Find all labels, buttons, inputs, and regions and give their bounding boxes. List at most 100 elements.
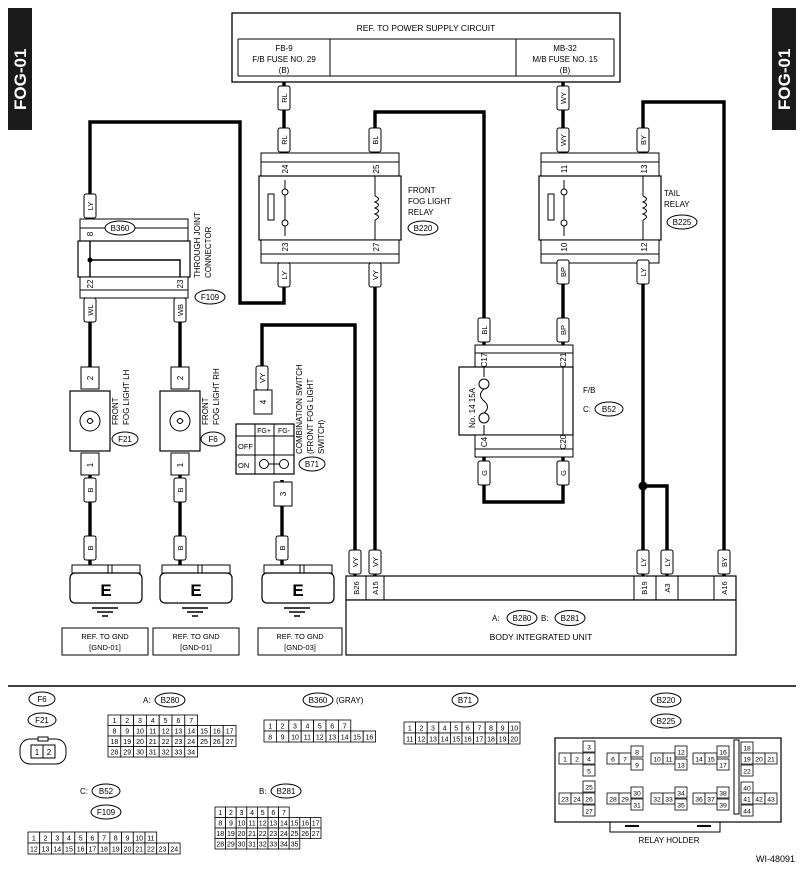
bcu-b-prefix: B:	[541, 614, 549, 623]
fuse-right-line2: M/B FUSE NO. 15	[532, 55, 598, 64]
svg-text:7: 7	[282, 810, 286, 817]
svg-text:3: 3	[587, 745, 591, 752]
svg-text:20: 20	[124, 847, 132, 854]
joint-bottom-connector: F109	[201, 293, 220, 302]
figure-id: WI-48091	[756, 854, 795, 864]
tag-g-right: G	[556, 460, 570, 486]
svg-text:35: 35	[677, 803, 685, 810]
ground-ref-line1: REF. TO GND	[276, 632, 324, 641]
tag-b-rh: B	[173, 477, 187, 503]
svg-text:5: 5	[454, 726, 458, 733]
svg-text:28: 28	[111, 750, 119, 757]
svg-text:2: 2	[419, 726, 423, 733]
joint-name-1: THROUGH JOINT	[193, 212, 202, 278]
section-tab-left: FOG-01	[8, 8, 32, 130]
fuse-box-connector: B52	[602, 405, 617, 414]
svg-text:21: 21	[248, 831, 256, 838]
svg-text:19: 19	[112, 847, 120, 854]
wire-g	[482, 455, 565, 504]
fuse-pin-c17: C17	[480, 352, 489, 367]
legend-b280: B280	[161, 696, 180, 705]
legend-b71: B71	[458, 696, 473, 705]
svg-text:VY: VY	[351, 557, 360, 567]
svg-text:11: 11	[149, 729, 156, 736]
svg-text:4: 4	[443, 726, 447, 733]
legend-b281-prefix: B:	[259, 787, 267, 796]
svg-text:4: 4	[250, 810, 254, 817]
svg-text:17: 17	[476, 737, 484, 744]
svg-text:12: 12	[418, 737, 426, 744]
svg-text:12: 12	[259, 821, 267, 828]
svg-text:6: 6	[466, 726, 470, 733]
svg-text:17: 17	[226, 729, 234, 736]
svg-text:20: 20	[510, 737, 518, 744]
svg-text:4: 4	[67, 836, 71, 843]
section-code-left: FOG-01	[11, 49, 30, 110]
svg-text:27: 27	[226, 739, 234, 746]
bcu-pin-a16: A16	[720, 581, 729, 594]
svg-text:B: B	[176, 545, 185, 550]
bcu-pin-b19: B19	[640, 581, 649, 594]
svg-text:14: 14	[341, 735, 349, 742]
svg-text:41: 41	[743, 797, 751, 804]
legend-b360-note: (GRAY)	[336, 696, 364, 705]
tag-rl-upper: RL	[277, 85, 291, 111]
tag-ly-a3: LY	[660, 549, 674, 575]
svg-text:5: 5	[79, 836, 83, 843]
svg-text:12: 12	[677, 750, 685, 757]
svg-text:23: 23	[175, 739, 183, 746]
lamp-rh: 2 1 FRONT FOG LIGHT RH F6	[159, 366, 226, 476]
svg-text:WB: WB	[176, 304, 185, 316]
svg-text:18: 18	[743, 746, 751, 753]
fuse-box-label: F/B	[583, 386, 595, 395]
svg-text:26: 26	[213, 739, 221, 746]
legend-f21-pin-2: 2	[47, 748, 52, 757]
wire-ly-joint	[88, 120, 286, 305]
legend-b52-prefix: C:	[80, 787, 88, 796]
svg-text:BL: BL	[371, 135, 380, 144]
svg-text:1: 1	[563, 757, 567, 764]
svg-text:17: 17	[88, 847, 96, 854]
lamp-rh-name-2: FOG LIGHT RH	[212, 368, 221, 425]
tag-vy-b26: VY	[348, 549, 362, 575]
svg-text:7: 7	[623, 757, 627, 764]
lamp-lh-connector: F21	[118, 435, 132, 444]
svg-text:2: 2	[575, 757, 579, 764]
svg-text:34: 34	[280, 842, 288, 849]
svg-text:30: 30	[238, 842, 246, 849]
bcu-a-connector: B280	[513, 614, 532, 623]
tail-relay-name-2: RELAY	[664, 200, 690, 209]
svg-text:13: 13	[429, 737, 437, 744]
svg-text:31: 31	[633, 803, 641, 810]
svg-text:42: 42	[755, 797, 763, 804]
svg-text:24: 24	[573, 797, 581, 804]
svg-text:25: 25	[291, 831, 299, 838]
switch-row-on: ON	[238, 461, 249, 470]
svg-text:32: 32	[259, 842, 267, 849]
svg-text:8: 8	[268, 735, 272, 742]
fuse-right-line1: MB-32	[553, 44, 577, 53]
wire-vy-switch	[260, 323, 357, 580]
svg-text:28: 28	[609, 797, 617, 804]
svg-text:WY: WY	[559, 92, 568, 104]
fog-relay: 24 25 23 27 FRONT FOG LIGHT RELAY B220	[258, 152, 451, 264]
svg-text:7: 7	[477, 726, 481, 733]
svg-text:14: 14	[187, 729, 195, 736]
tail-relay-pin-12: 12	[640, 242, 649, 251]
svg-text:9: 9	[125, 729, 129, 736]
svg-text:31: 31	[248, 842, 256, 849]
svg-text:BY: BY	[639, 135, 648, 145]
legend-f6: F6	[37, 695, 47, 704]
svg-text:G: G	[559, 470, 568, 476]
svg-text:34: 34	[677, 791, 685, 798]
legend-f21-pin-1: 1	[35, 748, 40, 757]
svg-text:6: 6	[611, 757, 615, 764]
svg-text:14: 14	[441, 737, 449, 744]
svg-text:22: 22	[162, 739, 170, 746]
tail-relay-name-1: TAIL	[664, 189, 681, 198]
legend-b225: B225	[657, 717, 676, 726]
